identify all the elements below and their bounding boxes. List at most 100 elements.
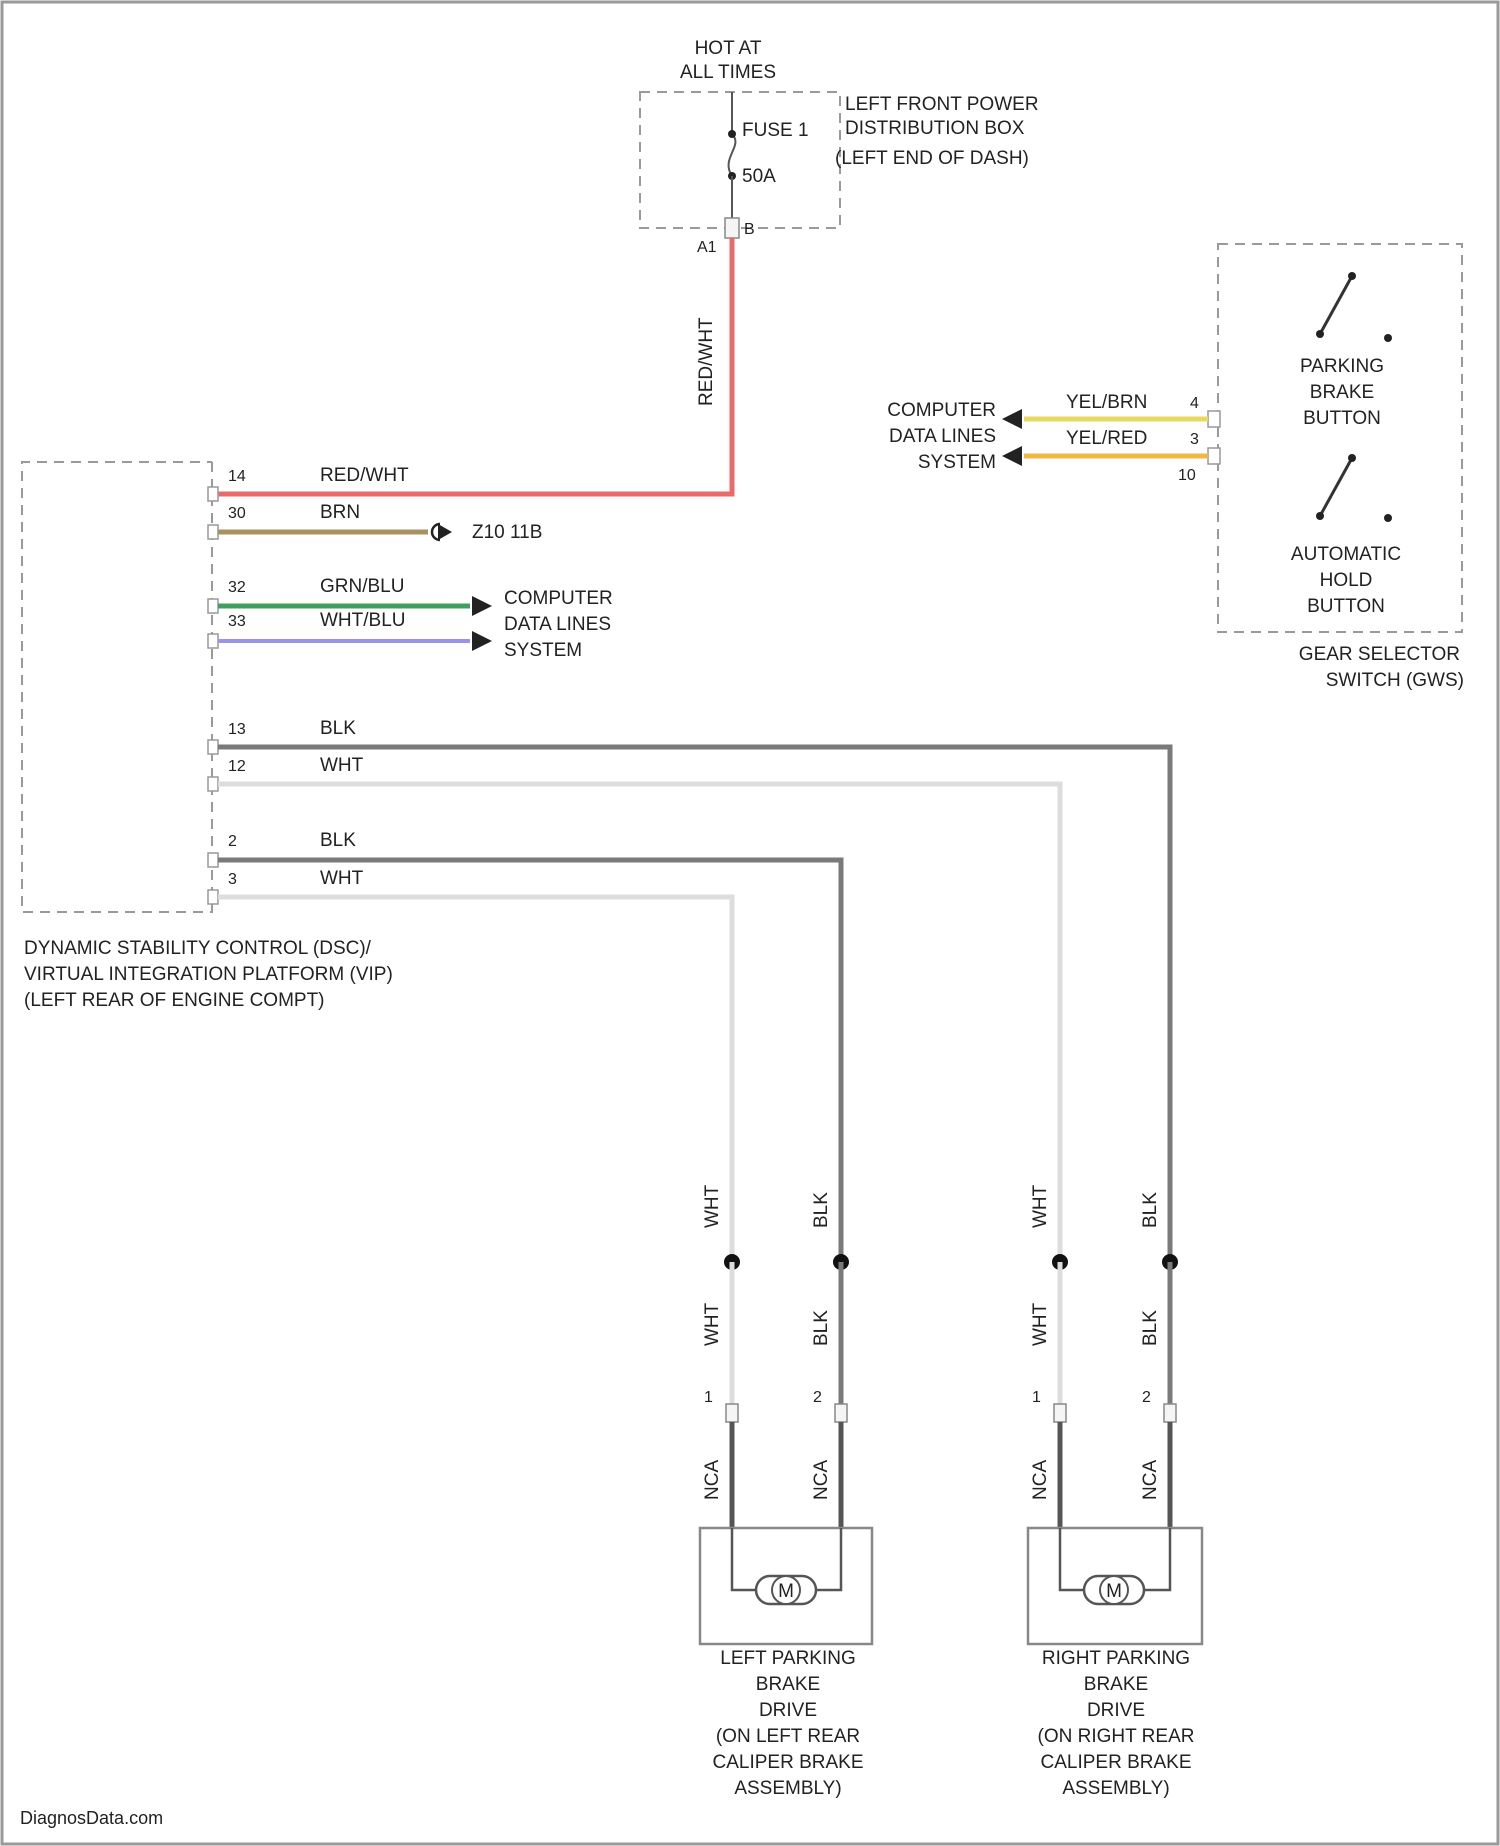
nca-label-left-2: NCA	[811, 1460, 832, 1500]
dsc-pin-14-number: 14	[228, 468, 246, 485]
gws-pin-3-wire-color: YEL/RED	[1066, 428, 1147, 449]
dsc-module-label-line2: VIRTUAL INTEGRATION PLATFORM (VIP)	[24, 964, 393, 985]
automatic-hold-button-line2: HOLD	[1320, 570, 1373, 591]
gws-data-lines-label-line3: SYSTEM	[918, 452, 996, 473]
left-motor-label-line3: DRIVE	[759, 1700, 817, 1721]
left-motor-label-line1: LEFT PARKING	[720, 1648, 856, 1669]
connector-right-pin2-number: 2	[1142, 1389, 1151, 1406]
gws-pin-4-number: 4	[1190, 395, 1199, 412]
power-box-connector	[725, 218, 739, 238]
dsc-pin-2-terminal	[208, 853, 218, 867]
gear-selector-label-line2: SWITCH (GWS)	[1326, 670, 1464, 691]
left-parking-brake-drive: M LEFT PARKING BRAKE DRIVE (ON LEFT REAR…	[700, 1528, 872, 1799]
right-parking-brake-drive: M RIGHT PARKING BRAKE DRIVE (ON RIGHT RE…	[1028, 1528, 1202, 1799]
hot-at-all-times-line1: HOT AT	[695, 38, 762, 59]
dsc-pin-3-terminal	[208, 890, 218, 904]
connector-right-pin2	[1164, 1404, 1176, 1422]
dsc-pin-2-wire-color: BLK	[320, 830, 356, 851]
parking-brake-button-line1: PARKING	[1300, 356, 1384, 377]
right-motor-label-line3: DRIVE	[1087, 1700, 1145, 1721]
dsc-pin-32-terminal	[208, 599, 218, 613]
nca-label-right-2: NCA	[1140, 1460, 1161, 1500]
fuse-label: FUSE 1	[742, 120, 809, 141]
motor-icon: M	[756, 1576, 816, 1604]
upper-label-left-wht: WHT	[702, 1184, 723, 1228]
upper-label-right-blk: BLK	[1140, 1192, 1161, 1228]
gws-pin-4-terminal	[1208, 411, 1220, 427]
lower-label-left-blk: BLK	[811, 1310, 832, 1346]
right-motor-label-line5: CALIPER BRAKE	[1041, 1752, 1192, 1773]
parking-brake-button-line2: BRAKE	[1310, 382, 1374, 403]
dsc-pin-14-terminal	[208, 487, 218, 501]
connector-left-pin2-number: 2	[813, 1389, 822, 1406]
watermark: DiagnosData.com	[20, 1808, 163, 1828]
dsc-pin-13-wire-color: BLK	[320, 718, 356, 739]
lower-label-right-blk: BLK	[1140, 1310, 1161, 1346]
dsc-pin-30-wire-color: BRN	[320, 502, 360, 523]
left-motor-label-line5: CALIPER BRAKE	[713, 1752, 864, 1773]
gws-pin-10-number: 10	[1178, 467, 1196, 484]
gear-selector-label-line1: GEAR SELECTOR	[1299, 644, 1460, 665]
gws-pin-10: 10	[1178, 467, 1196, 484]
automatic-hold-button-line3: BUTTON	[1307, 596, 1385, 617]
right-motor-label-line4: (ON RIGHT REAR	[1038, 1726, 1195, 1747]
dsc-pin-12-terminal	[208, 777, 218, 791]
gws-data-lines-label-line2: DATA LINES	[889, 426, 996, 447]
power-box-label-line1: LEFT FRONT POWER	[845, 94, 1039, 115]
power-box-label-line3: (LEFT END OF DASH)	[835, 148, 1029, 169]
left-motor-label-line6: ASSEMBLY)	[734, 1778, 841, 1799]
right-motor-symbol: M	[1106, 1581, 1122, 1602]
connector-left-pin2	[835, 1404, 847, 1422]
dsc-pin-3-number: 3	[228, 871, 237, 888]
fuse-terminal-top	[728, 130, 736, 138]
gws-pin-3-terminal	[1208, 448, 1220, 464]
power-box-label-line2: DISTRIBUTION BOX	[845, 118, 1025, 139]
dsc-pin-33-number: 33	[228, 613, 246, 630]
dsc-pin-32-number: 32	[228, 579, 246, 596]
dsc-pin-30-terminal	[208, 525, 218, 539]
connector-left-pin1-number: 1	[704, 1389, 713, 1406]
left-motor-symbol: M	[778, 1581, 794, 1602]
lower-label-right-wht: WHT	[1030, 1302, 1051, 1346]
ground-connector-label: Z10 11B	[472, 522, 542, 543]
dsc-pin-12-number: 12	[228, 758, 246, 775]
right-motor-label-line2: BRAKE	[1084, 1674, 1148, 1695]
lower-label-left-wht: WHT	[702, 1302, 723, 1346]
dsc-module-label-line1: DYNAMIC STABILITY CONTROL (DSC)/	[24, 938, 372, 959]
right-motor-label-line1: RIGHT PARKING	[1042, 1648, 1190, 1669]
wire-label-red-wht-vertical: RED/WHT	[696, 317, 717, 406]
dsc-pin-32-wire-color: GRN/BLU	[320, 576, 404, 597]
dsc-pin-2-number: 2	[228, 833, 237, 850]
dsc-pin-3-wire-color: WHT	[320, 868, 364, 889]
parking-brake-button-line3: BUTTON	[1303, 408, 1381, 429]
dsc-pin-14-wire-color: RED/WHT	[320, 465, 409, 486]
left-motor-label-line2: BRAKE	[756, 1674, 820, 1695]
connector-left-pin1	[726, 1404, 738, 1422]
gws-data-lines-label-line1: COMPUTER	[887, 400, 996, 421]
automatic-hold-button-line1: AUTOMATIC	[1291, 544, 1401, 565]
connector-right-pin1	[1054, 1404, 1066, 1422]
dsc-pin-13-terminal	[208, 740, 218, 754]
left-motor-label-line4: (ON LEFT REAR	[716, 1726, 860, 1747]
dsc-pin-12-wire-color: WHT	[320, 755, 364, 776]
upper-label-left-blk: BLK	[811, 1192, 832, 1228]
power-box-pin: A1	[697, 239, 717, 256]
dsc-pin-30-number: 30	[228, 505, 246, 522]
dsc-data-lines-label-line3: SYSTEM	[504, 640, 582, 661]
hot-at-all-times-line2: ALL TIMES	[680, 62, 776, 83]
dsc-pin-33-wire-color: WHT/BLU	[320, 610, 406, 631]
dsc-pin-13-number: 13	[228, 721, 246, 738]
power-box-connector-id: B	[744, 221, 755, 238]
dsc-data-lines-label-line2: DATA LINES	[504, 614, 611, 635]
gws-pin-4-wire-color: YEL/BRN	[1066, 392, 1147, 413]
nca-label-left-1: NCA	[702, 1460, 723, 1500]
motor-icon: M	[1084, 1576, 1144, 1604]
right-motor-label-line6: ASSEMBLY)	[1062, 1778, 1169, 1799]
dsc-data-lines-label-line1: COMPUTER	[504, 588, 613, 609]
upper-label-right-wht: WHT	[1030, 1184, 1051, 1228]
dsc-pin-33-terminal	[208, 634, 218, 648]
nca-label-right-1: NCA	[1030, 1460, 1051, 1500]
dsc-module-label-line3: (LEFT REAR OF ENGINE COMPT)	[24, 990, 325, 1011]
connector-right-pin1-number: 1	[1032, 1389, 1041, 1406]
